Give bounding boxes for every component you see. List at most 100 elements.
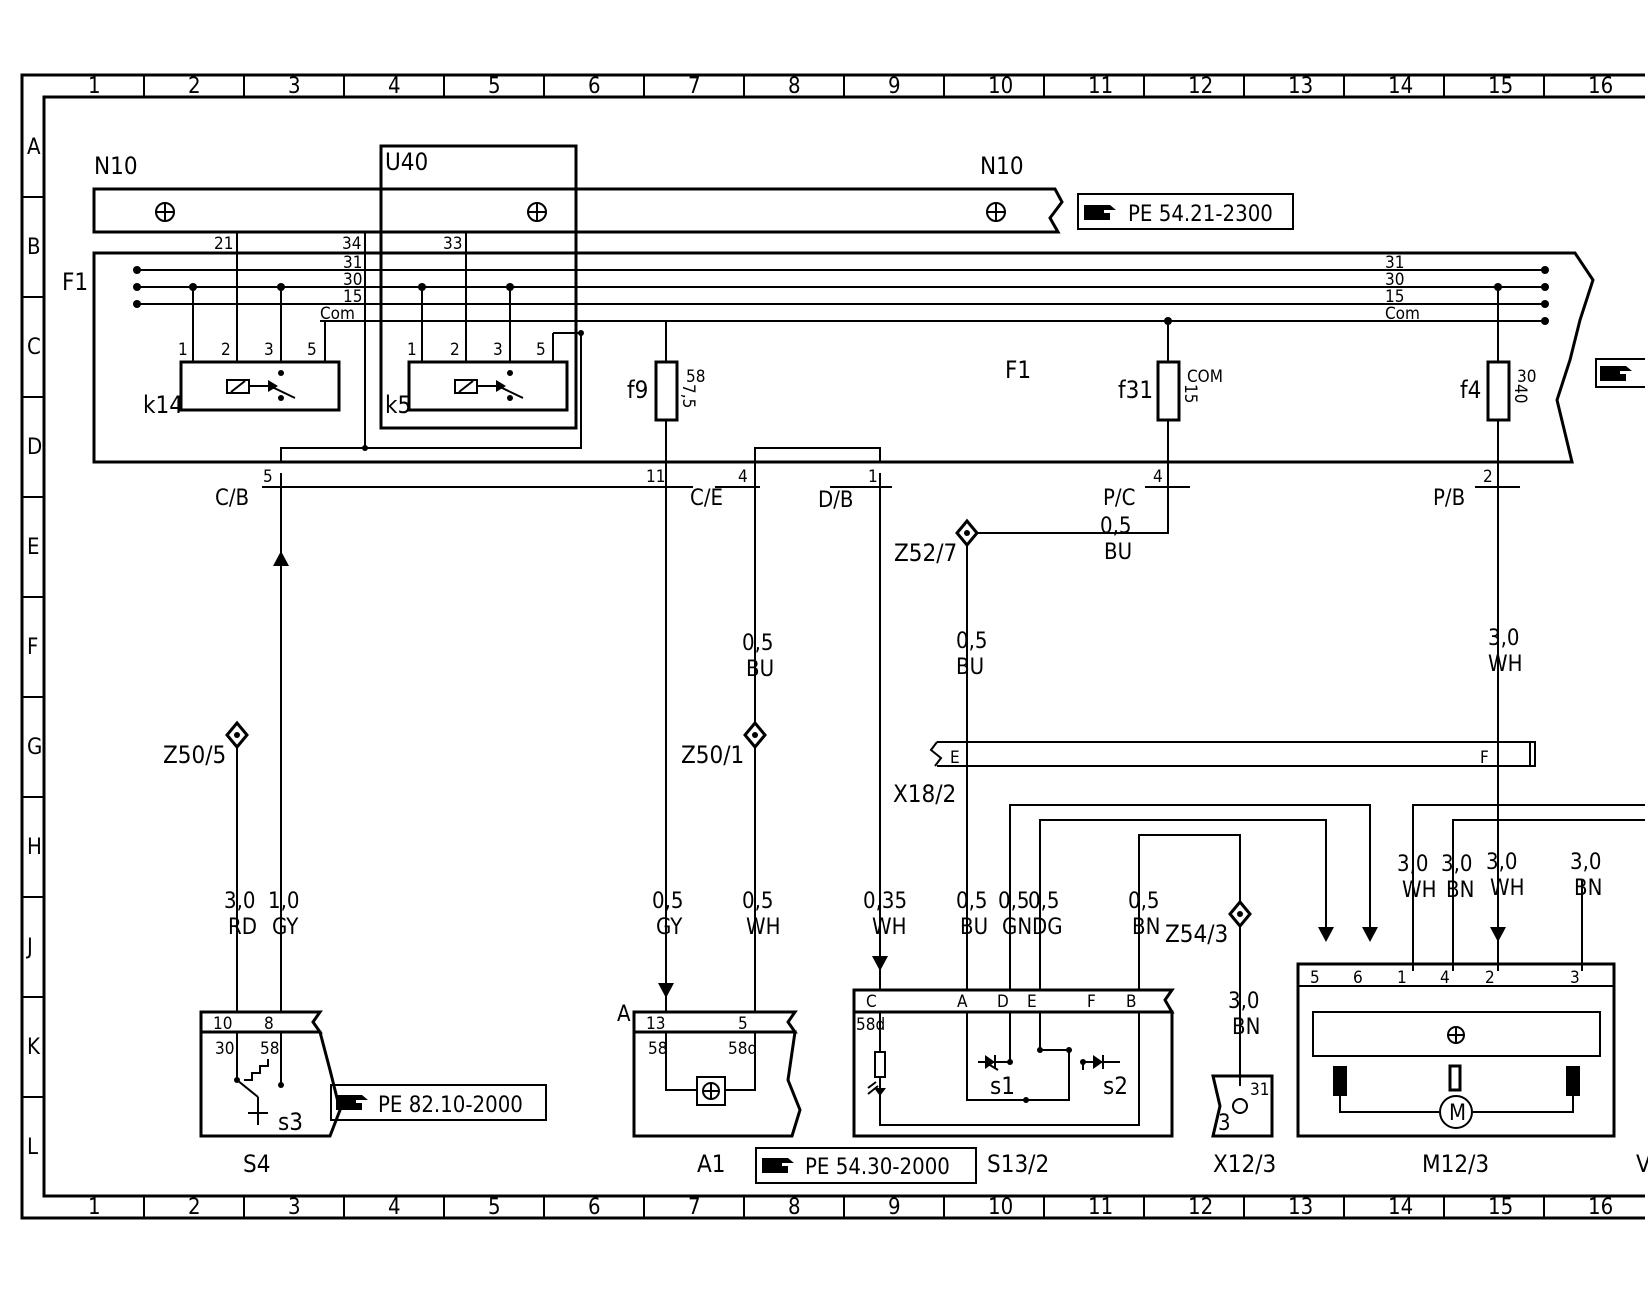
grid-row-B: B [27,235,41,260]
grid-row-C: C [27,335,41,360]
z54-label: Z54/3 [1165,920,1228,948]
pointing-hand-icon [336,1095,368,1110]
a1-marker-a: A [617,1002,631,1027]
a1b-wire-size: 0,5 [742,889,773,914]
conn-pin-5: 5 [263,467,273,487]
z50-1-label: Z50/1 [681,741,744,769]
grid-col-bottom-4: 4 [388,1195,401,1220]
pe-reference-s4[interactable]: PE 82.10-2000 [330,1084,547,1121]
f4-terminal: 30 [1517,367,1536,387]
s4-pin-10: 10 [213,1014,232,1034]
k5-pin-3: 3 [493,340,503,360]
splice-z50-5: Z50/5 [163,720,249,769]
label-cut-v: V [1636,1150,1648,1178]
k5-pin-1: 1 [407,340,417,360]
grid-row-H: H [27,835,42,860]
f31-value: 15 [1180,384,1200,403]
f31-label: f31 [1118,376,1153,404]
pe-ref-text: PE 82.10-2000 [378,1093,523,1118]
pointing-hand-icon [1084,205,1116,220]
grid-col-bottom-1: 1 [88,1195,101,1220]
f9-value: 7,5 [678,384,698,408]
connector-row: 5 11 4 1 4 2 C/B C/E D/B P/C P/B [215,447,1520,513]
grid-col-bottom-7: 7 [688,1195,701,1220]
grid-col-bottom-11: 11 [1088,1195,1113,1220]
grid-col-bottom-16: 16 [1588,1195,1613,1220]
fuse-f4: 40 f4 30 [1460,283,1536,473]
u40-module: U40 [379,144,578,430]
f31-terminal: COM [1187,367,1223,387]
x18-label: X18/2 [893,780,956,808]
f9-label: f9 [627,376,648,404]
f1-label-left: F1 [62,268,88,296]
pe-reference-a1[interactable]: PE 54.30-2000 [755,1147,977,1184]
m3-wire-color: BN [1574,876,1602,901]
s13b-wire-size: 0,5 [1128,889,1159,914]
grid-col-top-11: 11 [1088,74,1113,99]
a1a-wire-color: GY [656,915,683,940]
connector-cb: C/B [215,486,249,511]
grid-row-J: J [25,935,33,960]
grid-col-top-13: 13 [1288,74,1313,99]
component-x12-3: 31 3 [1211,1074,1274,1138]
conn-pin-1: 1 [868,467,878,487]
fuse-f31: 15 f31 COM [1118,317,1223,473]
splice-z52-7: Z52/7 [894,518,979,567]
grid-row-K: K [27,1035,41,1060]
ground-icon [527,202,547,222]
grid-col-bottom-12: 12 [1188,1195,1213,1220]
s13a-wire-color: BU [960,915,988,940]
bottom-labels: S4 A1 S13/2 X12/3 M12/3 V [243,1150,1648,1178]
k5-label: k5 [385,391,411,419]
grid-col-top-9: 9 [888,74,901,99]
m12-pin-1: 1 [1397,968,1407,988]
pe-ref-text: PE 54.21-2300 [1128,202,1273,227]
grid-col-bottom-2: 2 [188,1195,201,1220]
grid-col-top-2: 2 [188,74,201,99]
pe-ref-text: PE 54.30-2000 [805,1155,950,1180]
f1-label-center: F1 [1005,356,1031,384]
grid-col-bottom-13: 13 [1288,1195,1313,1220]
m2-wire-color: WH [1490,876,1524,901]
pe-reference-right-cut[interactable] [1595,358,1645,388]
switch-s1: s1 [978,1055,1015,1100]
k14-label: k14 [143,391,183,419]
s13-pin-f: F [1087,992,1096,1012]
fuse-f9: 7,5 f9 58 [627,321,705,473]
grid-col-bottom-9: 9 [888,1195,901,1220]
z52-wire-size: 0,5 [1100,514,1131,539]
a1-terminal-58: 58 [648,1039,667,1059]
grid-col-top-1: 1 [88,74,101,99]
grid-row-E: E [27,535,40,560]
connector-db: D/B [818,488,854,513]
switch-s2: s2 [1080,1055,1128,1100]
motor-icon: M [1439,1095,1473,1129]
s4a-wire-size: 3,0 [224,889,255,914]
m12-pin-2: 2 [1485,968,1495,988]
s13-pin-a: A [957,992,968,1012]
s4-terminal-30: 30 [215,1039,234,1059]
bus-label-31-right: 31 [1385,253,1404,273]
x18-pin-f: F [1480,748,1489,768]
k5-pin-5: 5 [536,340,546,360]
n10-label-left: N10 [94,152,138,180]
grid-col-top-3: 3 [288,74,301,99]
component-a1: A 13 5 58 58d [617,1002,802,1138]
wire-labels: 0,5 BU 0,5 BU 3,0 WH 0,5 BU 3,0 RD 1,0 G… [224,514,1602,1040]
s13-pin-d: D [997,992,1009,1012]
grid-col-bottom-15: 15 [1488,1195,1513,1220]
connector-pb: P/B [1433,486,1465,511]
grid-col-top-15: 15 [1488,74,1513,99]
grid-col-top-12: 12 [1188,74,1213,99]
x18-pin-e: E [950,748,960,768]
s13c-wire-size: 0,35 [863,889,907,914]
s3-label: s3 [278,1108,303,1136]
m12-pin-3: 3 [1570,968,1580,988]
grid-col-top-4: 4 [388,74,401,99]
grid-row-G: G [27,735,42,760]
f1-fusebox: F1 F1 [62,251,1595,464]
x12-pin-3: 3 [1218,1111,1231,1136]
n10-label-right: N10 [980,152,1024,180]
connector-ce: C/E [690,486,723,511]
pe-reference-top[interactable]: PE 54.21-2300 [1077,193,1294,230]
